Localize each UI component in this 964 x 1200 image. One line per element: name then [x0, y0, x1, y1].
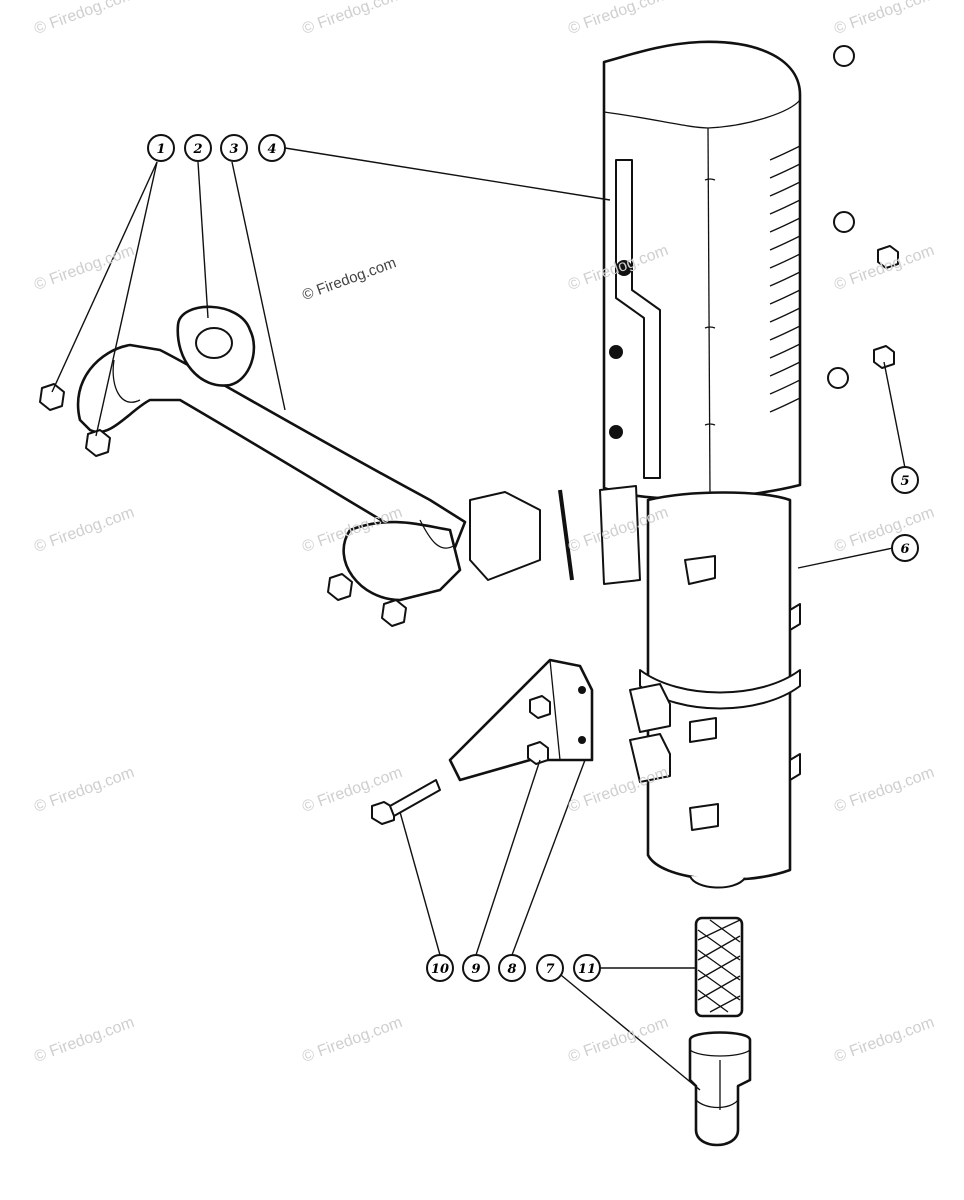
callout-7: 7	[536, 954, 564, 982]
part-6-muffler[interactable]	[599, 485, 801, 889]
part-11-spark-screen[interactable]	[694, 916, 744, 1018]
callout-7-label: 7	[545, 962, 554, 977]
callout-11-label: 11	[578, 962, 596, 977]
part-9-nuts[interactable]	[527, 695, 551, 765]
callout-11: 11	[573, 954, 601, 982]
callout-4: 4	[258, 134, 286, 162]
callout-9: 9	[462, 954, 490, 982]
callout-8-label: 8	[507, 962, 516, 977]
callout-9-label: 9	[471, 962, 480, 977]
callout-1-label: 1	[156, 142, 165, 157]
callout-6: 6	[891, 534, 919, 562]
callout-10: 10	[426, 954, 454, 982]
part-2-gasket[interactable]	[176, 305, 256, 387]
part-10-bolt[interactable]	[371, 779, 441, 825]
part-4-heat-shield[interactable]	[602, 40, 802, 500]
callout-5: 5	[891, 466, 919, 494]
part-3-exhaust-pipe[interactable]	[76, 343, 541, 602]
part-8-bracket[interactable]	[448, 658, 594, 782]
callout-3: 3	[220, 134, 248, 162]
callout-10-label: 10	[431, 962, 449, 977]
callout-2-label: 2	[192, 142, 202, 157]
leader-lines	[51, 147, 906, 1091]
callout-5-label: 5	[900, 474, 909, 489]
part-7-spark-arrestor[interactable]	[688, 1031, 752, 1147]
callout-3-label: 3	[229, 142, 238, 157]
inline-gasket[interactable]	[558, 489, 574, 581]
callout-1: 1	[147, 134, 175, 162]
part-1-nuts[interactable]	[39, 45, 855, 627]
part-5-bolts[interactable]	[873, 245, 899, 369]
callout-2: 2	[184, 134, 212, 162]
callout-6-label: 6	[900, 542, 909, 557]
callout-8: 8	[498, 954, 526, 982]
callout-4-label: 4	[267, 142, 276, 157]
mesh-pattern	[697, 919, 741, 1013]
louvre-slots	[769, 145, 801, 413]
